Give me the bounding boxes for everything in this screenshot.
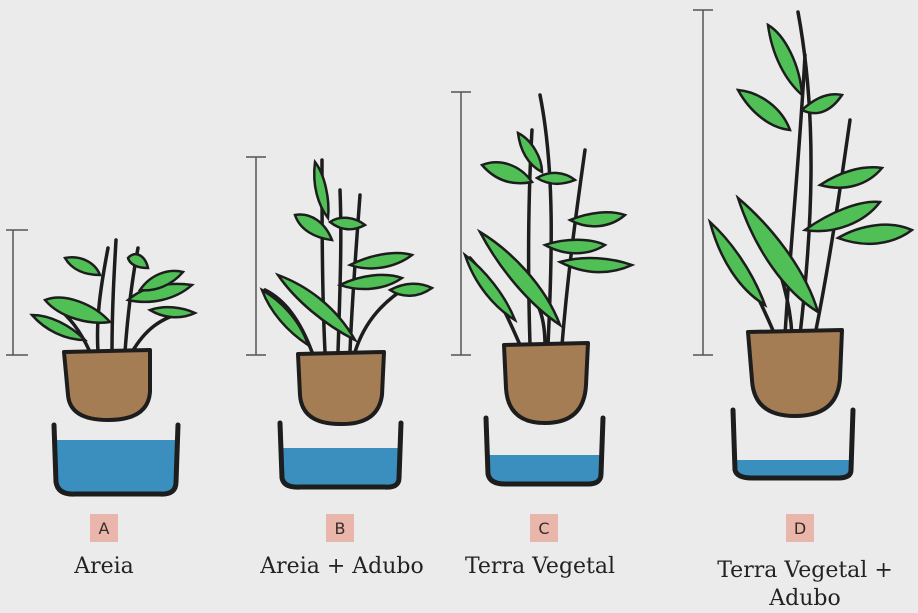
plant-a [32,240,195,494]
plant-c [465,95,632,484]
water-tray-b [280,423,401,487]
pot-b [298,352,384,424]
plant-d [710,12,912,478]
caption-a: Areia [44,553,164,581]
caption-d: Terra Vegetal + Adubo [705,557,905,613]
plant-b [262,160,432,487]
caption-c: Terra Vegetal [455,553,625,581]
height-ruler-d [693,10,713,355]
pot-c [504,343,588,423]
height-ruler-a [6,230,28,355]
water-tray-d [733,410,853,478]
badge-a: A [90,514,118,542]
badge-d: D [786,514,814,542]
badge-b: B [326,514,354,542]
caption-b: Areia + Adubo [250,553,434,581]
water-tray-c [486,418,603,484]
height-ruler-c [451,92,471,355]
water-tray-a [54,425,178,494]
badge-c: C [530,514,558,542]
pot-a [64,350,150,420]
height-ruler-b [246,157,266,355]
leaves-b [262,162,432,345]
pot-d [748,330,842,416]
